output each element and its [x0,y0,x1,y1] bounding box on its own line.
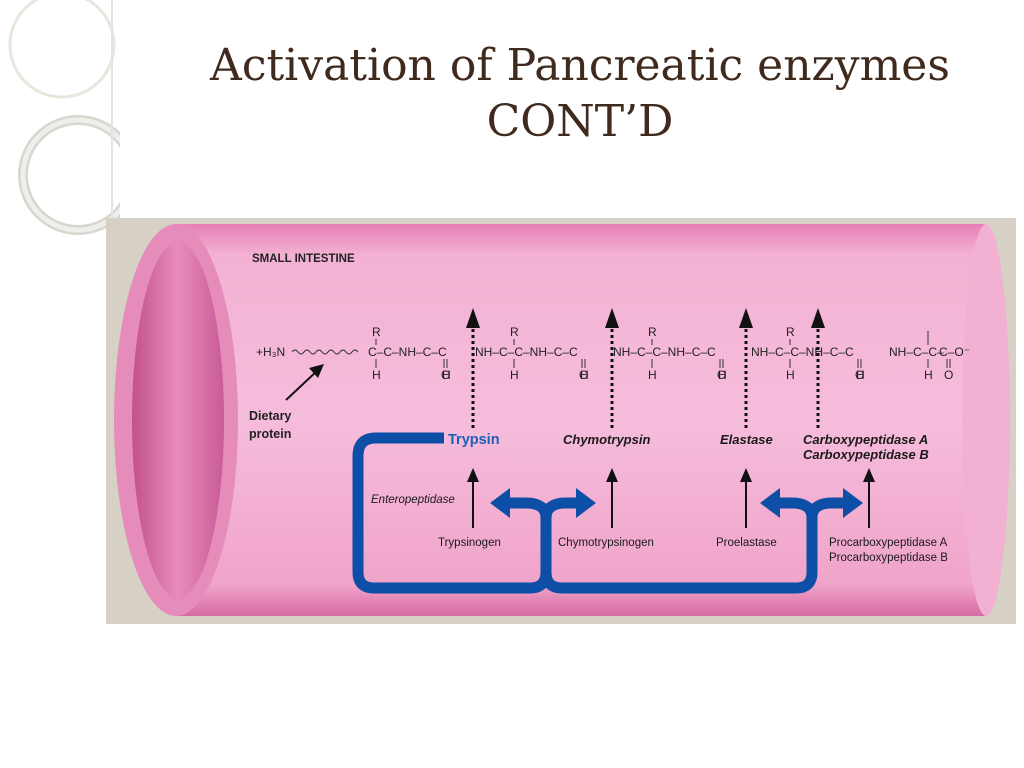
side-chain-r: R [510,325,519,339]
activation-pathway [352,432,818,594]
c-terminus: C–O⁻ [939,345,970,359]
alpha-h: H [648,368,657,382]
terminal-o: O [944,368,953,382]
intestine-tube [176,224,999,616]
backbone-3: NH–C–C–NH–C–C [613,345,716,359]
cleavage-arrowhead [466,308,480,328]
procarboxypeptidase-a-label: Procarboxypeptidase A [829,537,948,549]
title-line-1: Activation of Pancreatic enzymes [210,40,950,91]
dietary-protein-arrow [285,369,319,401]
carboxypeptidase-a-label: Carboxypeptidase A [803,432,928,447]
alpha-h: H [718,368,727,382]
carbonyl-o: O [579,368,588,382]
trypsinogen-label: Trypsinogen [438,537,501,549]
backbone-5: NH–C–C– [889,345,944,359]
carboxypeptidase-activation-arrow [760,488,863,519]
alpha-h: H [510,368,519,382]
decorative-rings [8,0,120,260]
trypsin-feedback-loop [352,432,818,594]
tube-right-end [962,224,1010,616]
backbone-4: NH–C–C–NH–C–C [751,345,854,359]
cleavage-arrows [466,308,825,428]
side-chain-r: R [786,325,795,339]
small-intestine-diagram: SMALL INTESTINE +H₃N C–C–NH–C–C NH–C–C–N… [106,218,1016,624]
n-terminus: +H₃N [256,345,285,359]
slide-title: Activation of Pancreatic enzymes CONT’D [150,38,1010,150]
proenzyme-arrows [467,468,875,528]
chymotrypsinogen-label: Chymotrypsinogen [558,537,654,549]
alpha-h: H [786,368,795,382]
cleavage-arrowhead [739,308,753,328]
alpha-h: H [856,368,865,382]
proelastase-label: Proelastase [716,537,777,549]
trypsin-label: Trypsin [448,432,500,448]
side-chain-r: R [372,325,381,339]
procarboxypeptidase-b-label: Procarboxypeptidase B [829,552,948,564]
dietary-protein-arrowhead [309,364,324,378]
chymotrypsin-label: Chymotrypsin [563,432,650,447]
alpha-h: H [372,368,381,382]
side-chain-r: R [648,325,657,339]
region-label: SMALL INTESTINE [252,253,355,265]
chymotrypsin-activation-arrow [490,488,596,519]
dietary-protein-label-1: Dietary [249,409,291,423]
carbonyl-o: O [855,368,864,382]
enteropeptidase-label: Enteropeptidase [371,494,455,506]
cleavage-arrowhead [605,308,619,328]
dietary-protein-label-2: protein [249,427,291,441]
backbone-1: C–C–NH–C–C [368,345,447,359]
carbonyl-o: O [441,368,450,382]
title-line-2: CONT’D [486,96,674,147]
alpha-h: H [442,368,451,382]
carboxypeptidase-b-label: Carboxypeptidase B [803,447,929,462]
alpha-h: H [580,368,589,382]
wavy-chain [291,349,359,355]
terminal-h: H [924,368,933,382]
peptide-chain: +H₃N C–C–NH–C–C NH–C–C–NH–C–C NH–C–C–NH–… [256,325,970,382]
tube-opening [132,242,224,598]
carbonyl-o: O [717,368,726,382]
elastase-label: Elastase [720,432,773,447]
backbone-2: NH–C–C–NH–C–C [475,345,578,359]
cleavage-arrowhead [811,308,825,328]
